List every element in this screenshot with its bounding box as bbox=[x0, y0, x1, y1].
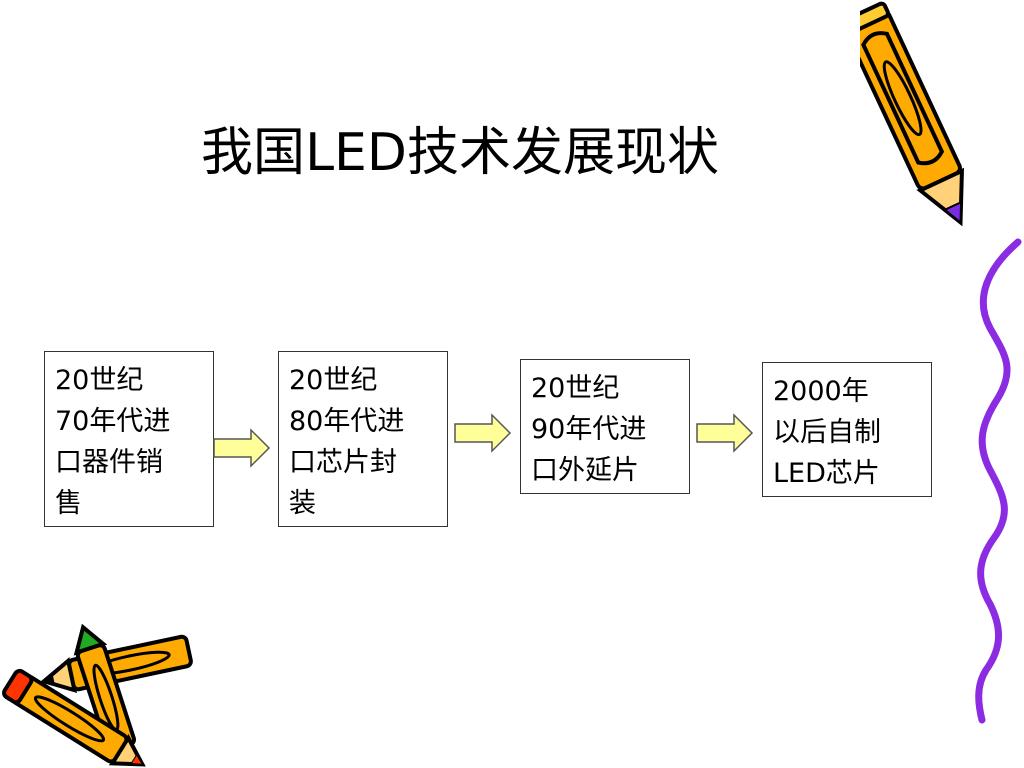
timeline-box-1990s: 20世纪 90年代进 口外延片 bbox=[520, 359, 690, 494]
pencil-icon bbox=[860, 1, 965, 227]
box-line: 80年代进 bbox=[289, 406, 405, 437]
right-arrow-icon bbox=[454, 413, 512, 453]
box-line: 20世纪 bbox=[289, 365, 378, 396]
right-arrow-icon bbox=[213, 428, 271, 468]
box-line: 口器件销 bbox=[55, 447, 163, 478]
box-line: 20世纪 bbox=[531, 373, 620, 404]
timeline-box-2000-onward: 2000年 以后自制 LED芯片 bbox=[762, 362, 932, 497]
box-line: 90年代进 bbox=[531, 414, 647, 445]
box-line: 以后自制 bbox=[773, 417, 881, 448]
title-part-cjk-start: 我国 bbox=[201, 123, 306, 183]
pencils-icon bbox=[2, 623, 193, 767]
box-line: 口外延片 bbox=[531, 455, 639, 486]
box-line: 售 bbox=[55, 488, 82, 519]
box-line: 20世纪 bbox=[55, 365, 144, 396]
box-line: LED芯片 bbox=[773, 458, 880, 489]
box-line: 装 bbox=[289, 488, 316, 519]
wavy-line-decoration bbox=[975, 238, 1022, 724]
right-arrow-icon bbox=[696, 413, 754, 453]
box-line: 2000年 bbox=[773, 376, 869, 407]
title-part-led: LED bbox=[305, 123, 407, 183]
box-line: 口芯片封 bbox=[289, 447, 397, 478]
slide-title: 我国LED技术发展现状 bbox=[0, 118, 920, 188]
timeline-box-1970s: 20世纪 70年代进 口器件销 售 bbox=[44, 351, 214, 527]
box-line: 70年代进 bbox=[55, 406, 171, 437]
timeline-box-1980s: 20世纪 80年代进 口芯片封 装 bbox=[278, 351, 448, 527]
title-part-cjk-end: 技术发展现状 bbox=[406, 123, 719, 183]
